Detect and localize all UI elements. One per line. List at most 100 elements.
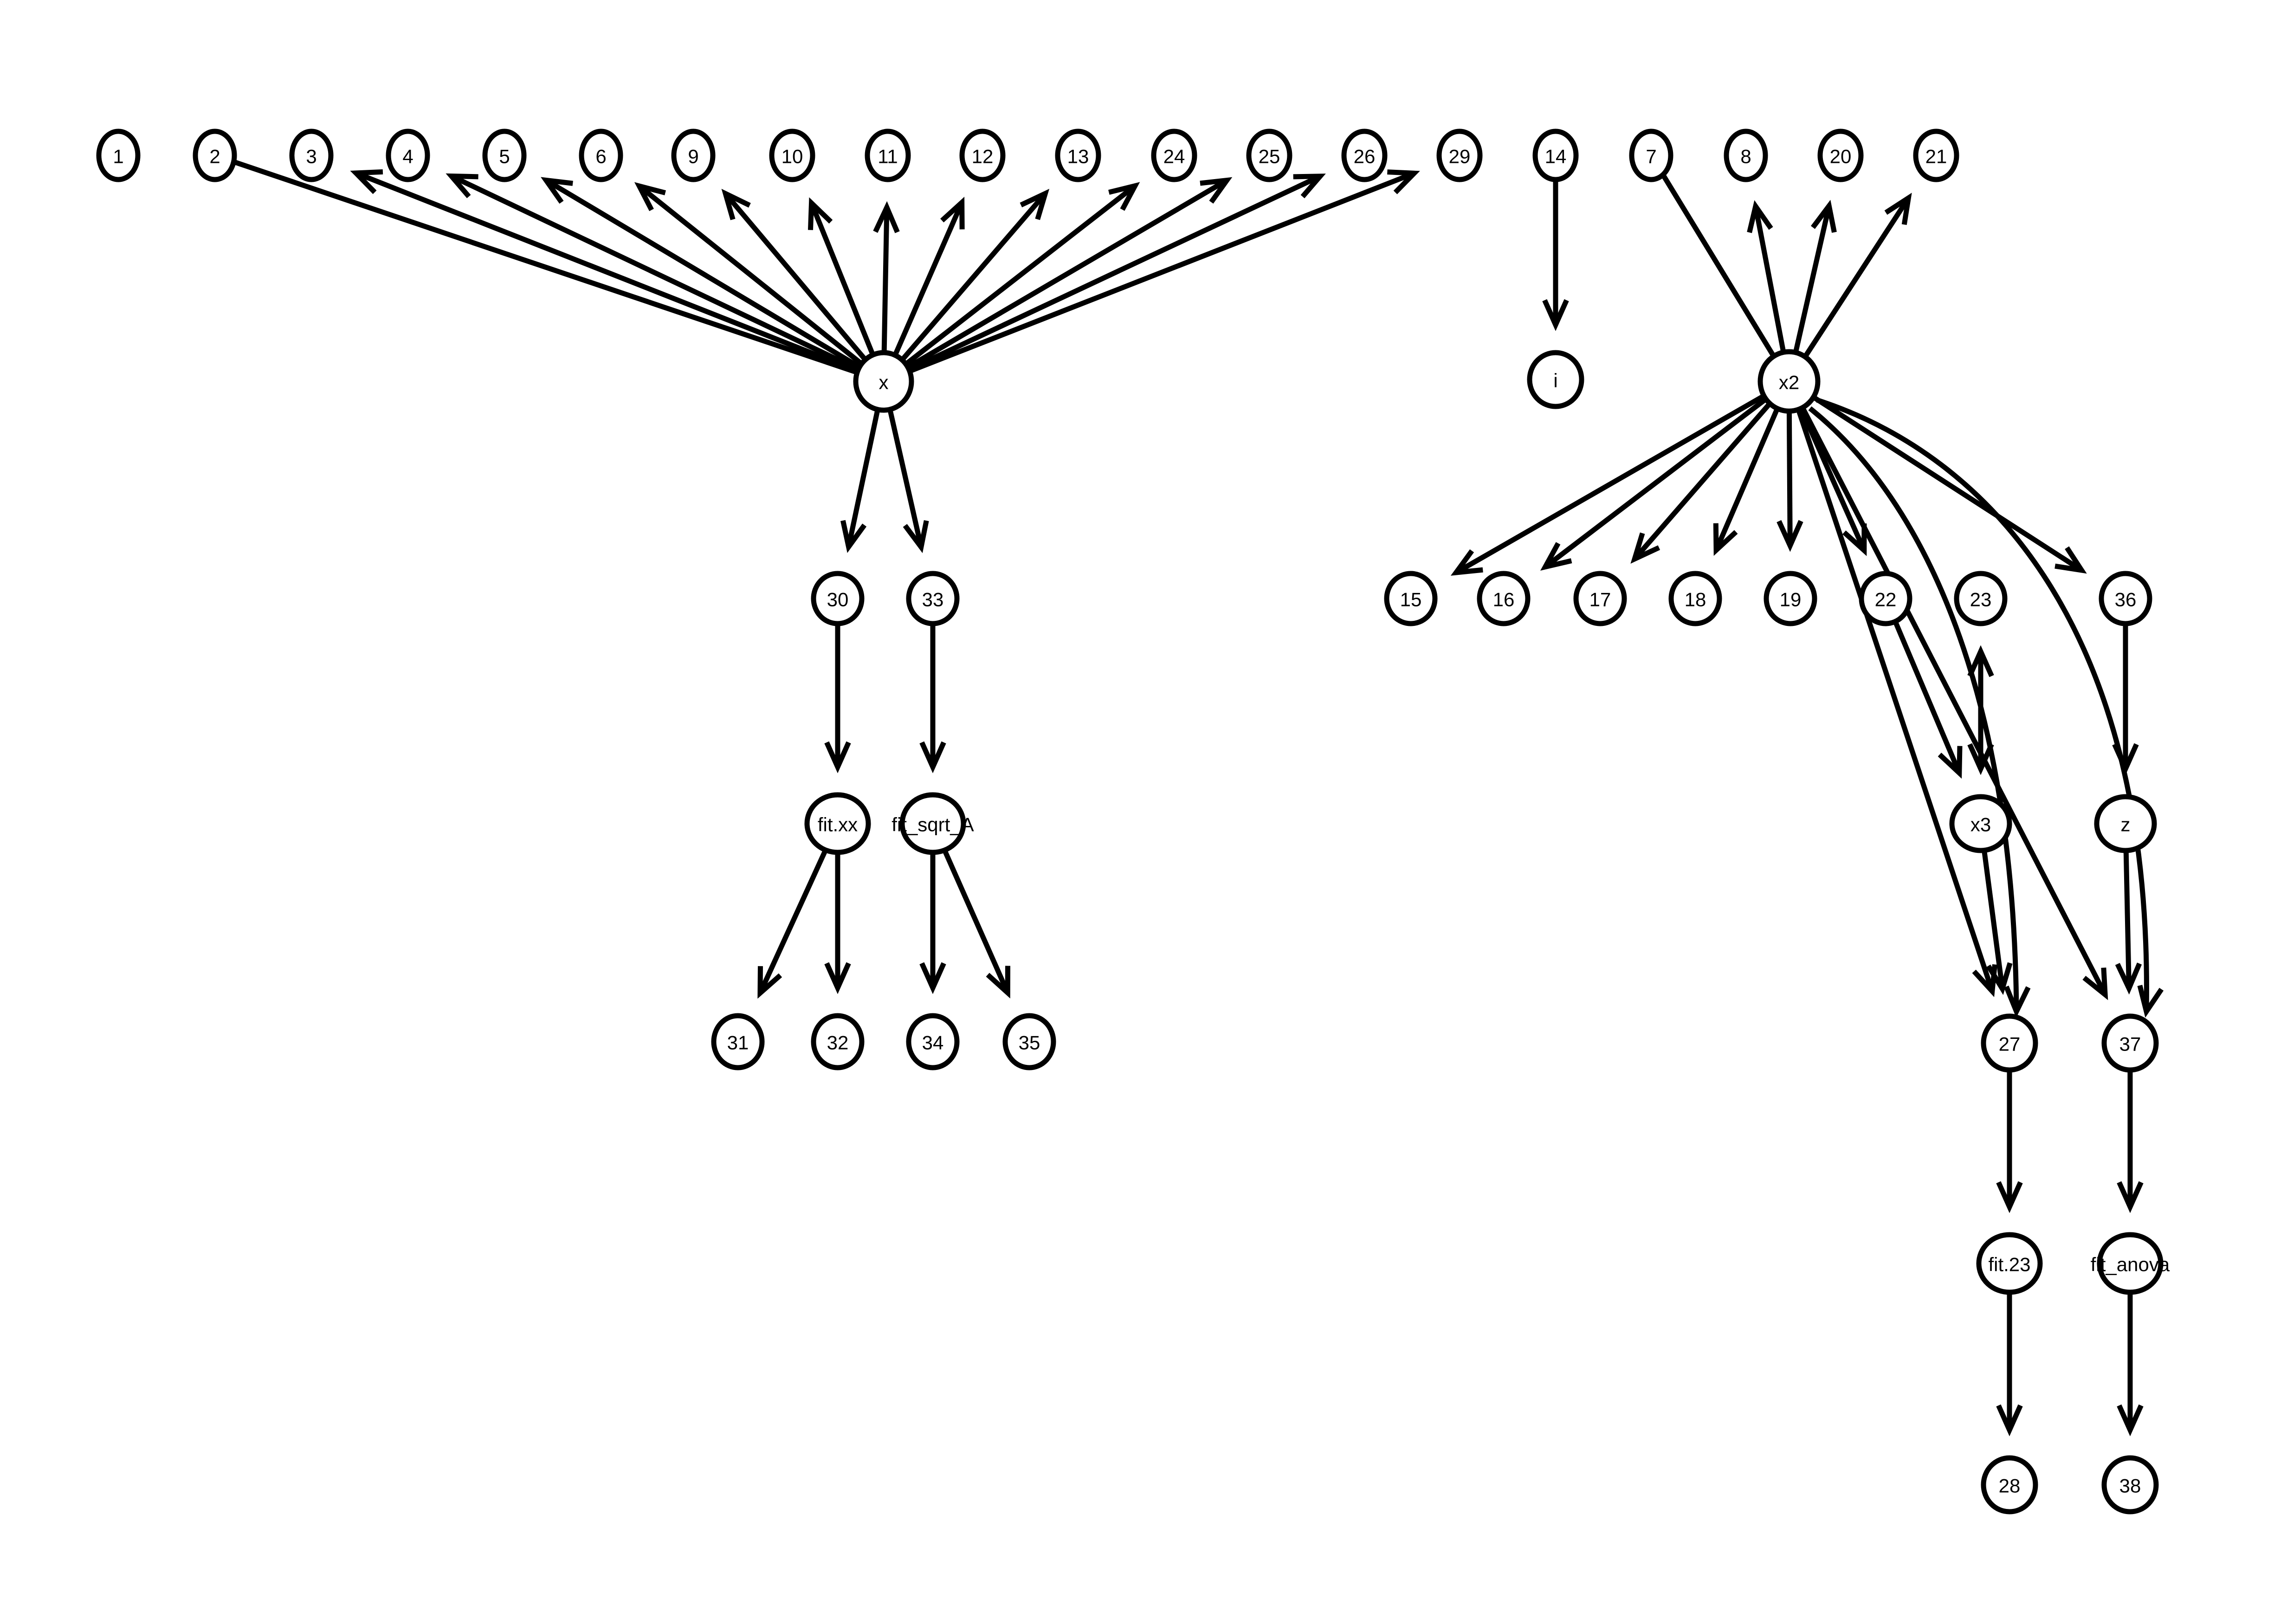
node-x3[interactable]: x3 (1949, 794, 2012, 853)
node-6[interactable]: 6 (579, 129, 623, 182)
node-shape[interactable] (1668, 571, 1722, 626)
node-26[interactable]: 26 (1341, 129, 1388, 182)
node-shape[interactable] (811, 571, 865, 626)
node-fit-23[interactable]: fit.23 (1976, 1232, 2043, 1295)
node-shape[interactable] (1341, 129, 1388, 182)
node-shape[interactable] (1629, 129, 1673, 182)
node-shape[interactable] (906, 571, 960, 626)
node-8[interactable]: 8 (1724, 129, 1768, 182)
node-shape[interactable] (1151, 129, 1197, 182)
node-18[interactable]: 18 (1668, 571, 1722, 626)
node-shape[interactable] (1527, 350, 1584, 409)
node-shape[interactable] (2101, 1455, 2159, 1514)
node-shape[interactable] (1055, 129, 1101, 182)
node-shape[interactable] (386, 129, 430, 182)
node-14[interactable]: 14 (1532, 129, 1579, 182)
node-shape[interactable] (1954, 571, 2008, 626)
node-7[interactable]: 7 (1629, 129, 1673, 182)
node-22[interactable]: 22 (1859, 571, 1912, 626)
node-fit-xx[interactable]: fit.xx (804, 792, 871, 855)
node-shape[interactable] (1817, 129, 1864, 182)
node-z[interactable]: z (2094, 794, 2157, 853)
node-30[interactable]: 30 (811, 571, 865, 626)
node-shape[interactable] (2097, 1232, 2164, 1295)
node-shape[interactable] (1913, 129, 1959, 182)
node-5[interactable]: 5 (482, 129, 527, 182)
node-shape[interactable] (1724, 129, 1768, 182)
arrowhead (1108, 182, 1140, 211)
node-13[interactable]: 13 (1055, 129, 1101, 182)
node-11[interactable]: 11 (865, 129, 911, 182)
node-shape[interactable] (1981, 1455, 2038, 1514)
node-shape[interactable] (1573, 571, 1627, 626)
node-shape[interactable] (811, 1013, 865, 1070)
node-2[interactable]: 2 (193, 129, 237, 182)
node-x[interactable]: x (853, 350, 914, 413)
edge-x2-to-n15 (1450, 394, 1764, 576)
node-shape[interactable] (804, 792, 871, 855)
node-shape[interactable] (711, 1013, 765, 1070)
node-shape[interactable] (959, 129, 1006, 182)
node-shape[interactable] (193, 129, 237, 182)
node-21[interactable]: 21 (1913, 129, 1959, 182)
edge-line (1799, 408, 1867, 552)
node-10[interactable]: 10 (769, 129, 815, 182)
node-shape[interactable] (1976, 1232, 2043, 1295)
node-15[interactable]: 15 (1384, 571, 1438, 626)
node-shape[interactable] (906, 1013, 960, 1070)
node-shape[interactable] (1764, 571, 1817, 626)
node-23[interactable]: 23 (1954, 571, 2008, 626)
node-32[interactable]: 32 (811, 1013, 865, 1070)
node-33[interactable]: 33 (906, 571, 960, 626)
node-1[interactable]: 1 (96, 129, 141, 182)
node-38[interactable]: 38 (2101, 1455, 2159, 1514)
node-4[interactable]: 4 (386, 129, 430, 182)
node-shape[interactable] (1949, 794, 2012, 853)
edge-x-to-n10 (808, 197, 875, 355)
edge-line (909, 174, 1322, 372)
node-3[interactable]: 3 (289, 129, 334, 182)
node-shape[interactable] (769, 129, 815, 182)
node-shape[interactable] (1384, 571, 1438, 626)
node-i[interactable]: i (1527, 350, 1584, 409)
node-9[interactable]: 9 (671, 129, 716, 182)
node-shape[interactable] (96, 129, 141, 182)
node-shape[interactable] (1436, 129, 1483, 182)
node-27[interactable]: 27 (1981, 1013, 2038, 1073)
node-36[interactable]: 36 (2099, 571, 2152, 626)
node-28[interactable]: 28 (1981, 1455, 2038, 1514)
node-25[interactable]: 25 (1246, 129, 1292, 182)
node-shape[interactable] (865, 129, 911, 182)
edge-line (1661, 174, 1776, 357)
node-shape[interactable] (2101, 1013, 2159, 1073)
node-shape[interactable] (579, 129, 623, 182)
node-x2[interactable]: x2 (1757, 349, 1821, 414)
node-16[interactable]: 16 (1477, 571, 1531, 626)
node-shape[interactable] (482, 129, 527, 182)
node-shape[interactable] (1002, 1013, 1056, 1070)
node-shape[interactable] (1246, 129, 1292, 182)
node-shape[interactable] (289, 129, 334, 182)
node-24[interactable]: 24 (1151, 129, 1197, 182)
node-19[interactable]: 19 (1764, 571, 1817, 626)
node-37[interactable]: 37 (2101, 1013, 2159, 1073)
node-17[interactable]: 17 (1573, 571, 1627, 626)
node-shape[interactable] (671, 129, 716, 182)
node-shape[interactable] (899, 792, 966, 855)
node-fit-anova[interactable]: fit_anova (2091, 1232, 2170, 1295)
node-shape[interactable] (1477, 571, 1531, 626)
node-31[interactable]: 31 (711, 1013, 765, 1070)
node-shape[interactable] (1981, 1013, 2038, 1073)
node-shape[interactable] (1532, 129, 1579, 182)
node-34[interactable]: 34 (906, 1013, 960, 1070)
node-20[interactable]: 20 (1817, 129, 1864, 182)
node-12[interactable]: 12 (959, 129, 1006, 182)
node-shape[interactable] (853, 350, 914, 413)
node-29[interactable]: 29 (1436, 129, 1483, 182)
node-35[interactable]: 35 (1002, 1013, 1056, 1070)
node-shape[interactable] (1757, 349, 1821, 414)
node-shape[interactable] (1859, 571, 1912, 626)
node-shape[interactable] (2099, 571, 2152, 626)
node-shape[interactable] (2094, 794, 2157, 853)
node-fit-sqrt-A[interactable]: fit_sqrt_A (892, 792, 974, 855)
